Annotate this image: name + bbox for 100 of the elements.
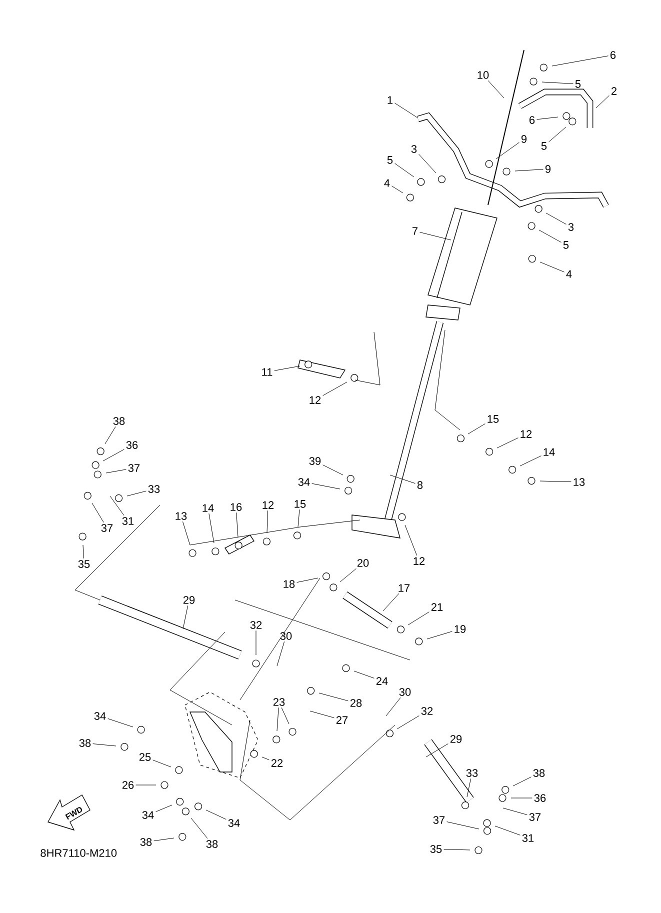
callout-number: 30 <box>280 632 292 640</box>
callout-number: 2 <box>611 87 616 95</box>
leader-line <box>108 718 134 728</box>
callout-number: 28 <box>350 699 362 707</box>
callout-number: 14 <box>544 448 555 456</box>
callout-number: 30 <box>399 688 411 696</box>
callout-number: 34 <box>228 819 240 827</box>
leader-line <box>296 578 318 583</box>
leader-line <box>82 544 84 559</box>
callout-number: 18 <box>284 580 295 588</box>
leader-line <box>206 810 226 820</box>
leader-line <box>266 510 268 534</box>
leader-line <box>496 438 518 448</box>
leader-line <box>104 426 116 444</box>
callout-number: 4 <box>384 179 390 187</box>
leader-line <box>536 116 558 120</box>
leader-line <box>390 474 416 484</box>
leader-line <box>552 56 608 66</box>
callout-number: 38 <box>79 739 91 747</box>
callout-number: 24 <box>376 677 388 685</box>
callout-number: 38 <box>533 769 545 777</box>
leader-line <box>546 212 566 225</box>
leader-line <box>418 154 436 174</box>
callout-number: 35 <box>430 845 442 853</box>
leader-line <box>110 496 124 516</box>
leader-line <box>446 822 480 830</box>
leader-line <box>512 776 532 786</box>
callout-number: 5 <box>541 142 547 150</box>
leader-line <box>404 524 418 556</box>
leader-line <box>548 126 566 142</box>
callout-number: 25 <box>139 753 151 761</box>
callout-number: 34 <box>142 811 154 819</box>
leader-line <box>276 707 279 732</box>
callout-number: 14 <box>202 504 214 512</box>
callout-number: 38 <box>206 840 218 848</box>
callout-number: 37 <box>433 816 445 824</box>
callout-number: 3 <box>568 223 574 231</box>
leader-line <box>386 697 401 716</box>
callout-number: 20 <box>357 559 369 567</box>
leader-line <box>468 423 486 434</box>
drawing-code: 8HR7110-M210 <box>40 849 117 857</box>
leader-line <box>354 670 374 678</box>
callout-number: 37 <box>529 813 541 821</box>
leader-line <box>154 838 174 842</box>
leader-line <box>502 808 528 816</box>
leader-line <box>281 707 290 724</box>
leader-line <box>382 593 400 612</box>
callout-number: 4 <box>566 270 572 278</box>
leader-line <box>408 612 430 626</box>
leader-line <box>322 382 348 396</box>
leader-line <box>466 778 472 798</box>
leader-line <box>262 756 270 760</box>
leader-line <box>92 502 104 523</box>
leader-line <box>514 169 544 172</box>
leader-line <box>102 449 124 462</box>
leader-line <box>126 490 146 496</box>
callout-number: 15 <box>294 500 306 508</box>
leader-line <box>106 469 126 474</box>
leader-line <box>310 710 334 718</box>
leader-line <box>420 232 452 240</box>
callout-number: 6 <box>610 51 616 59</box>
leader-line <box>274 366 300 371</box>
callout-number: 36 <box>534 794 546 802</box>
leader-line <box>394 163 414 178</box>
leader-line <box>236 512 238 538</box>
callout-number: 17 <box>398 584 410 592</box>
callout-number: 37 <box>128 464 140 472</box>
leader-line <box>596 95 610 108</box>
leader-line <box>152 760 172 768</box>
leader-line <box>156 804 172 812</box>
callout-number: 6 <box>530 116 535 124</box>
callout-number: 5 <box>563 241 569 249</box>
callout-number: 7 <box>412 227 418 235</box>
callout-number: 5 <box>387 156 393 164</box>
callout-number: 3 <box>411 145 417 153</box>
callout-number: 5 <box>575 80 581 88</box>
callout-number: 29 <box>450 735 462 743</box>
leader-line <box>426 631 452 640</box>
leader-line <box>520 456 542 466</box>
callout-number: 12 <box>414 557 425 565</box>
leader-line <box>444 848 470 850</box>
leader-line <box>92 744 116 746</box>
leader-line <box>542 82 574 84</box>
callout-number: 31 <box>522 834 534 842</box>
leader-line <box>538 230 562 243</box>
leader-line <box>396 715 420 730</box>
callout-number: 21 <box>431 603 443 611</box>
callout-number: 39 <box>309 457 321 465</box>
leader-line <box>496 142 520 160</box>
callout-number: 12 <box>520 430 532 438</box>
callout-number: 26 <box>122 781 134 789</box>
callout-number: 13 <box>176 512 187 520</box>
callout-number: 31 <box>122 517 134 525</box>
callout-number: 10 <box>478 71 489 79</box>
callout-number: 27 <box>336 716 348 724</box>
leader-line <box>190 818 208 839</box>
leader-line <box>394 102 418 118</box>
callout-number: 37 <box>101 524 113 532</box>
callout-number: 8 <box>417 481 423 489</box>
leader-line <box>208 513 214 544</box>
